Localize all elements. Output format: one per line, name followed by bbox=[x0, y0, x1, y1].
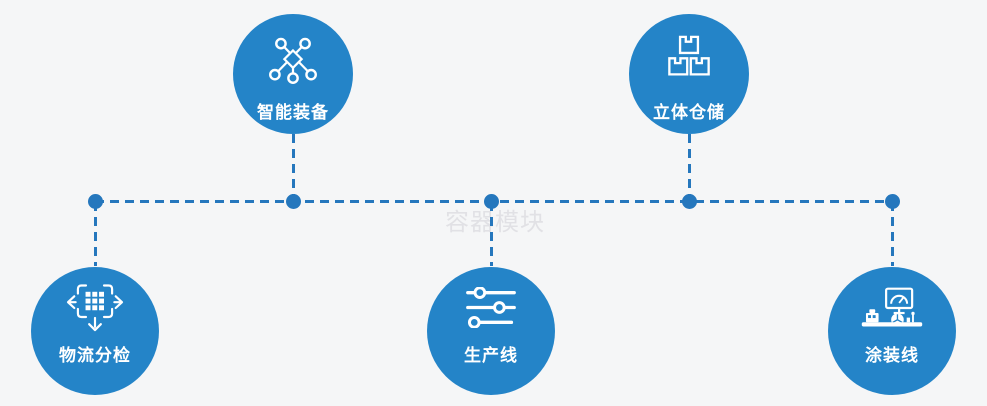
junction-dot bbox=[884, 194, 900, 209]
connector-vline-warehouse bbox=[687, 134, 691, 200]
node-stereo-warehouse: 立体仓储 bbox=[629, 14, 749, 134]
node-label: 物流分检 bbox=[59, 346, 131, 365]
junction-dot bbox=[285, 194, 301, 209]
watermark-text: 容器模块 bbox=[445, 209, 545, 236]
junction-dot bbox=[681, 194, 697, 209]
node-smart-equipment: 智能装备 bbox=[233, 14, 353, 134]
stacked-boxes-icon bbox=[629, 35, 749, 78]
sort-distribute-icon bbox=[31, 281, 159, 335]
node-painting-line: 涂装线 bbox=[828, 267, 956, 395]
node-logistics-sorting: 物流分检 bbox=[31, 267, 159, 395]
junction-dot bbox=[87, 194, 103, 209]
node-label: 立体仓储 bbox=[653, 103, 725, 122]
node-label: 涂装线 bbox=[865, 346, 919, 365]
node-label: 生产线 bbox=[464, 346, 518, 365]
sliders-icon bbox=[427, 287, 555, 328]
control-station-icon bbox=[828, 287, 956, 334]
connector-vline-smart-equipment bbox=[291, 134, 295, 200]
connector-vline-logistics bbox=[93, 202, 97, 266]
connector-vline-production bbox=[489, 202, 493, 266]
node-label: 智能装备 bbox=[257, 103, 329, 122]
node-production-line: 生产线 bbox=[427, 267, 555, 395]
junction-dot bbox=[483, 194, 499, 209]
connector-vline-painting bbox=[890, 202, 894, 266]
network-nodes-icon bbox=[233, 35, 353, 85]
